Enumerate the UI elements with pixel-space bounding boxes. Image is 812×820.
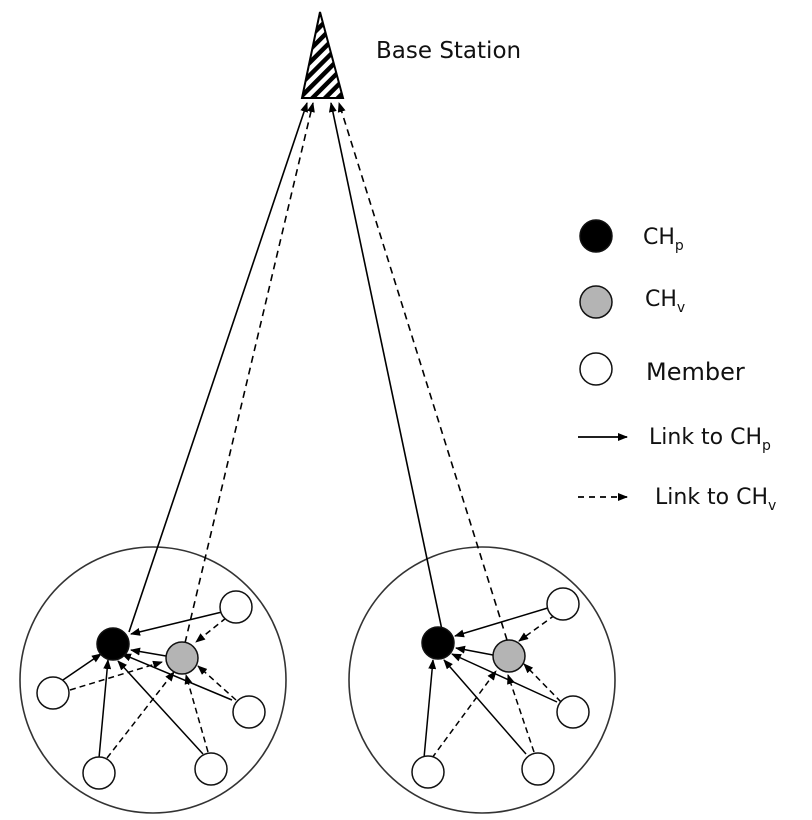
- member-node: [82, 756, 116, 790]
- ch-virtual-node: [165, 641, 199, 675]
- ch-primary-node: [421, 626, 455, 660]
- legend-link-primary-text: Link to CH: [649, 425, 762, 450]
- link-member-to-chv: [106, 671, 175, 759]
- uplink-right-chv: [337, 102, 508, 641]
- base-station: Base Station: [300, 11, 521, 99]
- member-node: [36, 676, 70, 710]
- link-member-to-chp: [121, 653, 233, 701]
- legend: CHp CHv Member Link to CHp Link to CHv: [578, 219, 776, 514]
- cluster-right-nodes: [411, 587, 590, 789]
- legend-item-link-virtual: Link to CHv: [578, 485, 776, 514]
- uplink-right-chp: [328, 102, 443, 631]
- legend-item-link-primary: Link to CHp: [578, 425, 771, 454]
- uplink-left-chp: [128, 102, 308, 633]
- legend-link-virtual-sub: v: [768, 498, 776, 514]
- link-member-to-chv: [69, 660, 163, 691]
- member-node: [194, 752, 228, 786]
- legend-member-text: Member: [646, 358, 745, 386]
- link-member-to-chv: [184, 674, 209, 753]
- link-member-to-chp: [59, 653, 102, 683]
- link-member-to-chv: [523, 663, 562, 703]
- legend-item-member: Member: [579, 352, 745, 386]
- link-member-to-chv: [507, 674, 535, 753]
- ch-primary-swatch: [579, 219, 613, 253]
- cluster-right-links: [423, 606, 562, 759]
- legend-item-ch-primary: CHp: [579, 219, 684, 254]
- link-chv-to-chp: [130, 647, 167, 657]
- link-chv-to-chp: [455, 645, 494, 656]
- link-member-to-chp: [130, 611, 223, 636]
- link-member-to-chv: [197, 665, 237, 701]
- member-node: [556, 695, 590, 729]
- svg-text:CHv: CHv: [645, 287, 685, 316]
- ch-primary-node: [96, 627, 130, 661]
- svg-text:Link to CHp: Link to CHp: [649, 425, 771, 454]
- cluster-left-boundary: [19, 546, 287, 814]
- link-member-to-chp: [423, 659, 437, 759]
- ch-virtual-swatch: [579, 285, 613, 319]
- cluster-left-nodes: [36, 590, 266, 790]
- ch-virtual-node: [492, 639, 526, 673]
- cluster-right-boundary: [348, 546, 616, 814]
- svg-text:Link to CHv: Link to CHv: [655, 485, 776, 514]
- link-member-to-chv: [431, 670, 497, 759]
- base-station-icon: [300, 11, 345, 99]
- uplinks: [128, 102, 508, 644]
- link-member-to-chp: [117, 660, 204, 755]
- member-node: [232, 695, 266, 729]
- member-node: [521, 752, 555, 786]
- member-node: [546, 587, 580, 621]
- link-member-to-chp: [443, 659, 527, 755]
- svg-text:CHp: CHp: [643, 225, 684, 254]
- legend-link-virtual-text: Link to CH: [655, 485, 768, 510]
- legend-ch-primary-text: CH: [643, 225, 675, 250]
- link-member-to-chp: [451, 653, 558, 703]
- member-swatch: [579, 352, 613, 386]
- member-node: [219, 590, 253, 624]
- base-station-label: Base Station: [376, 38, 521, 64]
- legend-link-primary-sub: p: [762, 438, 771, 454]
- legend-ch-virtual-sub: v: [677, 300, 685, 316]
- member-node: [411, 755, 445, 789]
- link-member-to-chp: [454, 606, 552, 638]
- legend-ch-virtual-text: CH: [645, 287, 677, 312]
- cluster-left-links: [59, 611, 237, 759]
- link-member-to-chv: [518, 614, 556, 642]
- link-member-to-chp: [98, 659, 112, 759]
- link-member-to-chv: [195, 617, 227, 643]
- legend-item-ch-virtual: CHv: [579, 285, 685, 319]
- uplink-left-chv: [184, 102, 315, 644]
- legend-ch-primary-sub: p: [675, 238, 684, 254]
